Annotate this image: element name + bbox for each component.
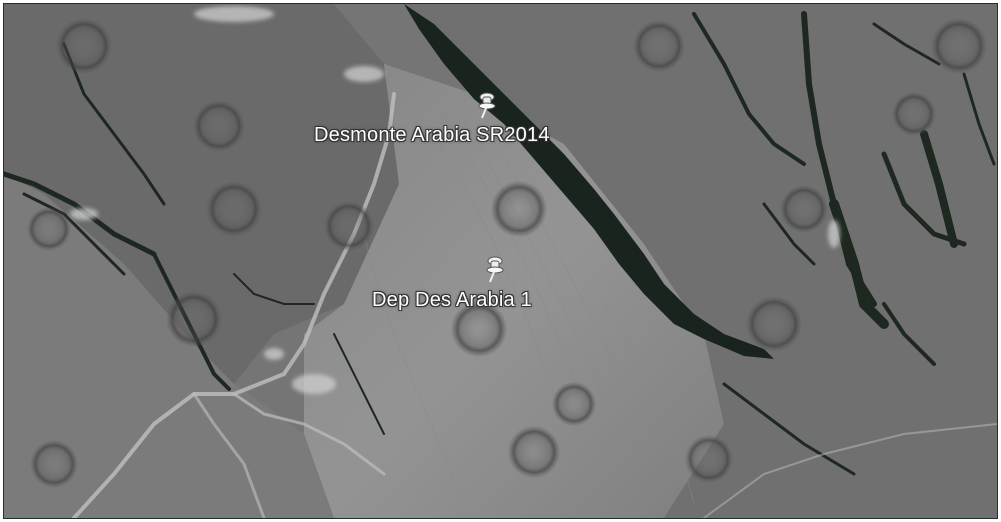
right-plateau (404, 4, 997, 518)
placemark-label-desmonte[interactable]: Desmonte Arabia SR2014 (314, 124, 550, 146)
lower-left-valley (4, 174, 334, 518)
central-slope (304, 64, 724, 518)
pushpin-icon[interactable] (480, 255, 508, 283)
circular-ring-marks (27, 18, 987, 488)
satellite-map-view[interactable]: Desmonte Arabia SR2014 Dep Des Arabia 1 (3, 3, 998, 519)
bright-patches (70, 6, 840, 394)
left-ridge (4, 4, 399, 384)
main-crack (404, 4, 774, 359)
left-cracks (4, 42, 385, 435)
right-cracks (692, 11, 996, 476)
dirt-roads (72, 92, 997, 518)
pushpin-icon[interactable] (472, 91, 500, 119)
placemark-label-dep-des[interactable]: Dep Des Arabia 1 (372, 289, 532, 311)
